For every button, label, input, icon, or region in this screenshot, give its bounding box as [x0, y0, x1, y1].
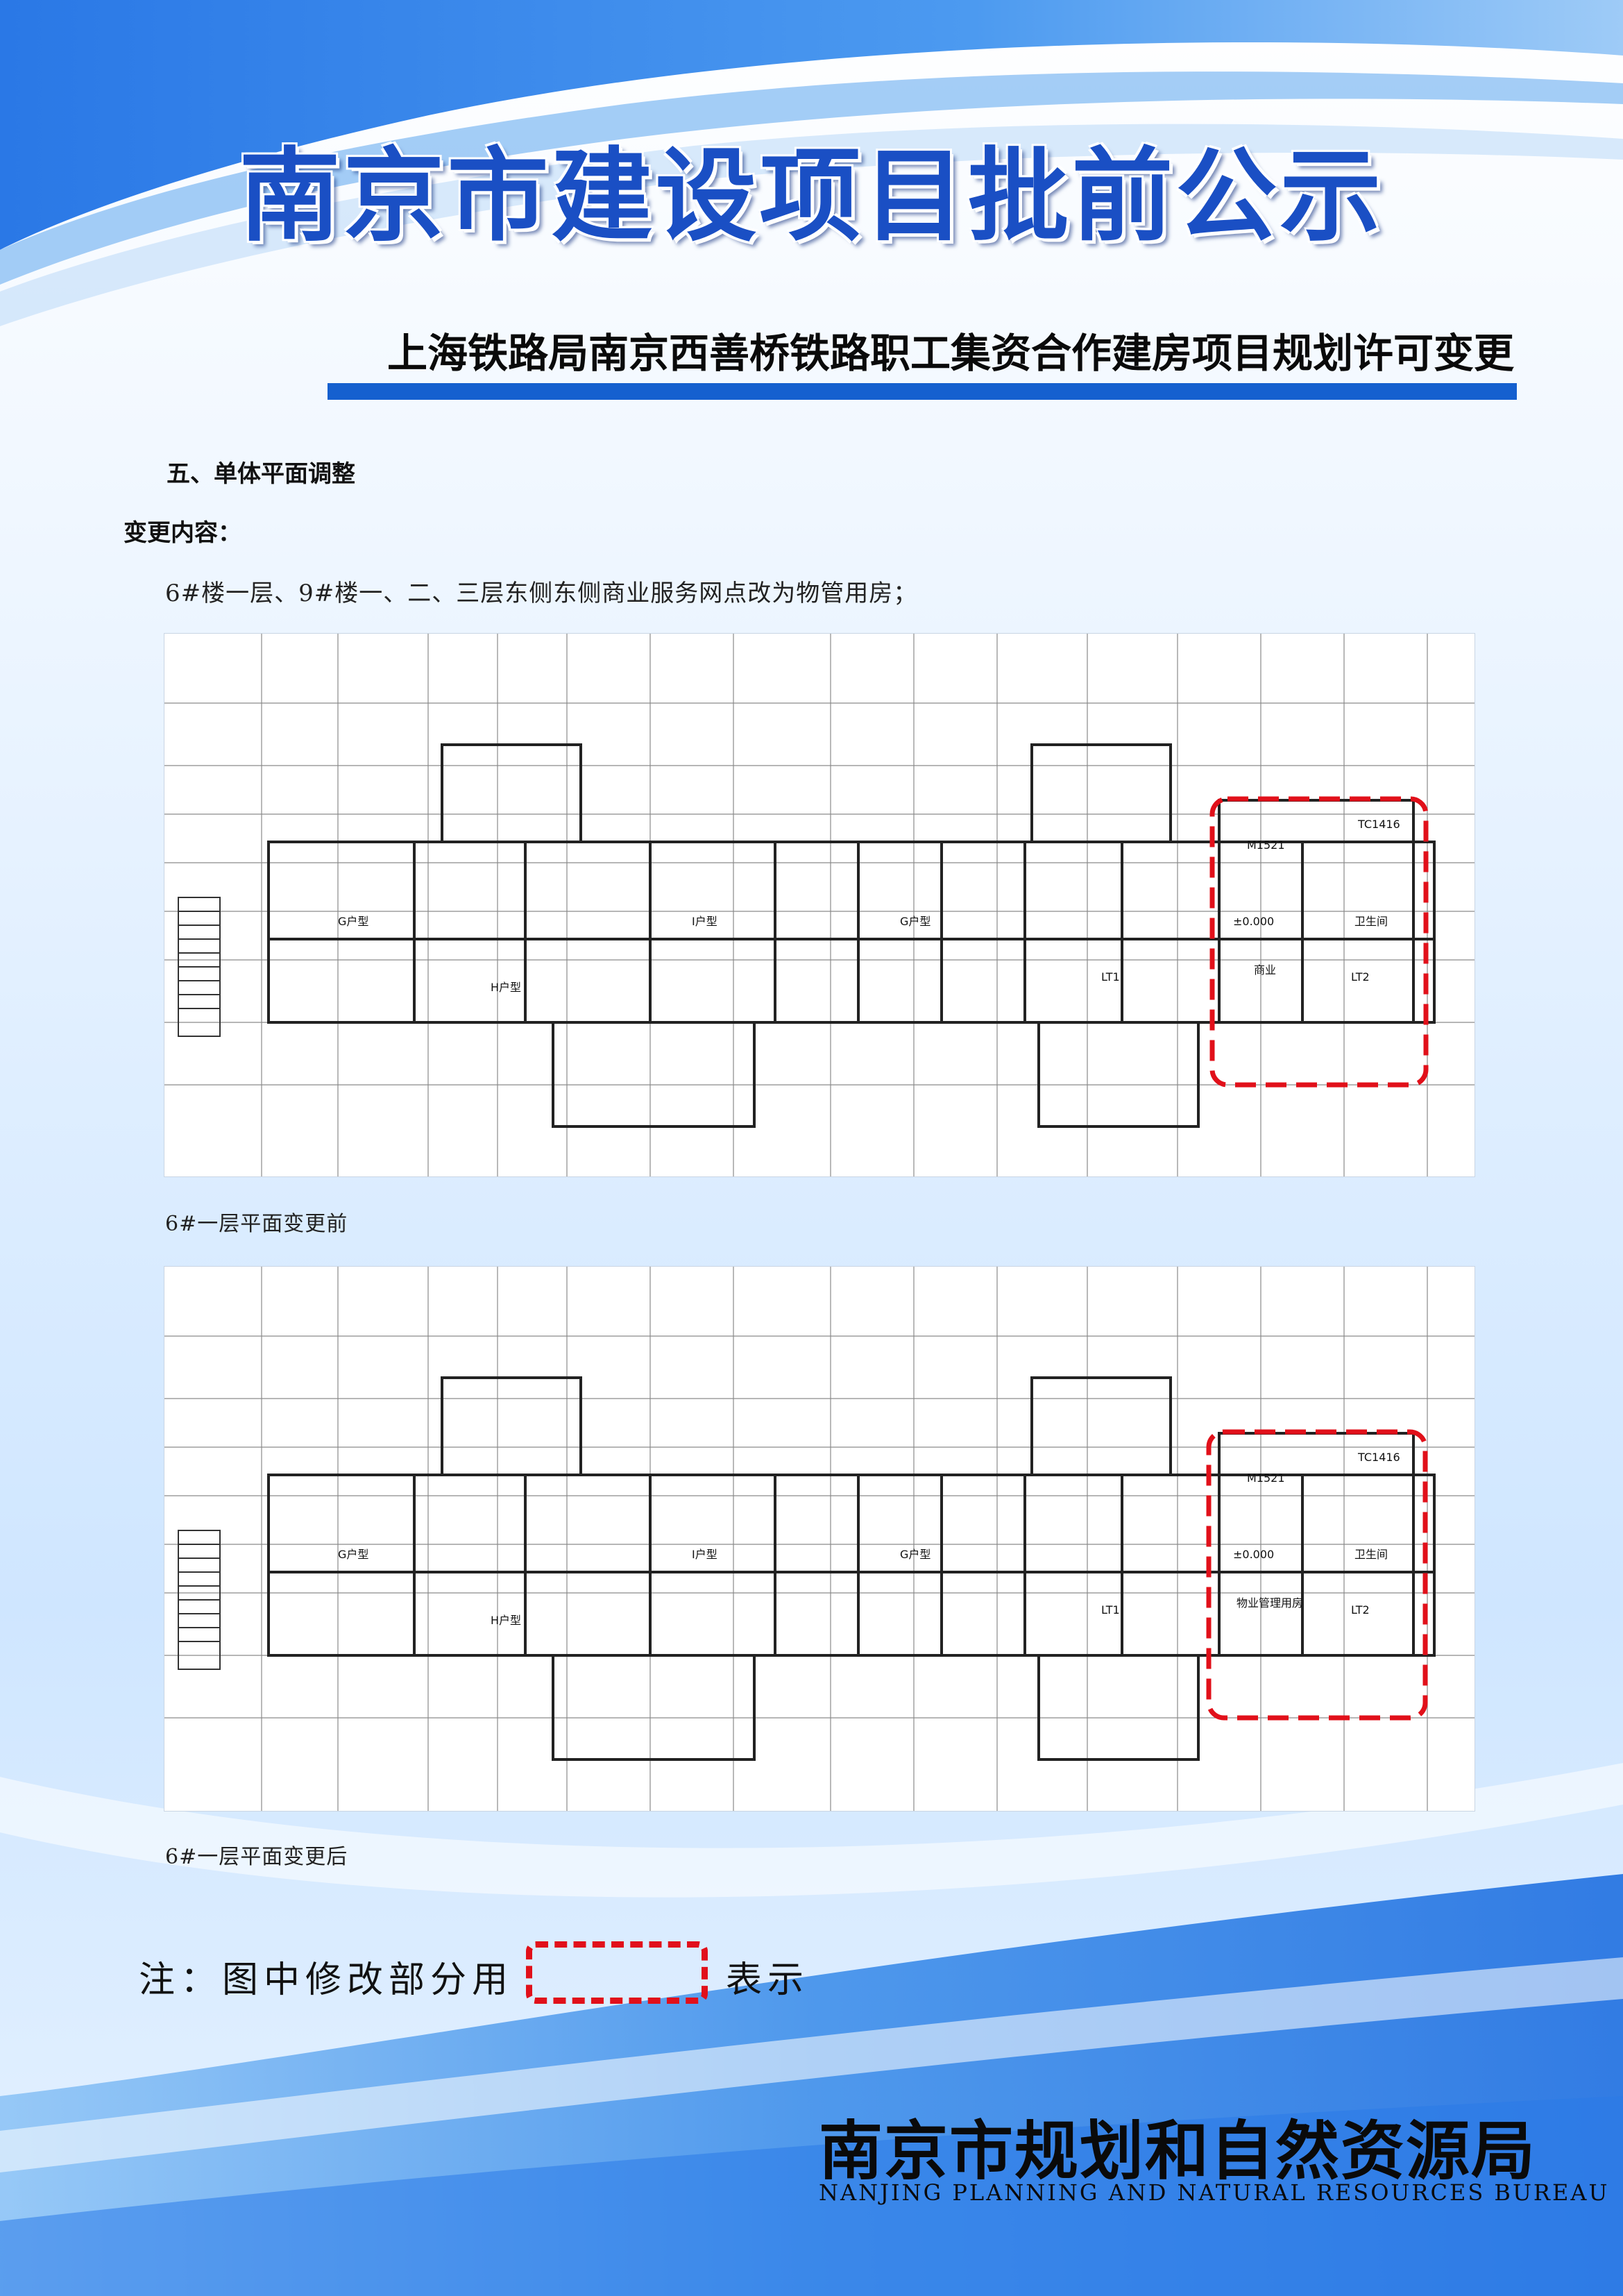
plan-label-lt2: LT2	[1351, 1603, 1370, 1617]
plan-label-lt2: LT2	[1351, 970, 1370, 984]
project-title: 上海铁路局南京西善桥铁路职工集资合作建房项目规划许可变更	[386, 330, 1514, 377]
legend-dashed-box-sample	[526, 1941, 708, 2004]
plan-grid	[164, 634, 1475, 1176]
plan-label-unit-h: H户型	[491, 981, 521, 994]
floor-plan-before: G户型 I户型 G户型 H户型 ±0.000 LT1 LT2 M1521 商业 …	[164, 633, 1475, 1177]
plan-label-room-before: 商业	[1254, 963, 1276, 977]
agency-name: 南京市规划和自然资源局	[819, 2113, 1537, 2188]
change-highlight-box	[1209, 796, 1429, 1088]
plan-label-elevation: ±0.000	[1233, 1548, 1274, 1561]
plan-label-lt1: LT1	[1101, 970, 1120, 984]
plan-label-unit-g-2: G户型	[900, 915, 931, 928]
plan-walls	[267, 743, 1436, 1128]
change-highlight-box	[1206, 1429, 1428, 1721]
plan-stair-left	[178, 897, 221, 1037]
section-heading: 五、单体平面调整	[167, 460, 355, 488]
floor-plan-after: G户型 I户型 G户型 H户型 ±0.000 LT1 LT2 M1521 物业管…	[164, 1266, 1475, 1812]
figure-caption-before: 6#一层平面变更前	[165, 1212, 348, 1236]
change-content-label: 变更内容：	[124, 519, 241, 547]
plan-stair-left	[178, 1530, 221, 1670]
plan-label-room-after: 物业管理用房	[1237, 1596, 1303, 1610]
legend-note: 注：图中修改部分用	[139, 1959, 514, 2001]
change-description: 6#楼一层、9#楼一、二、三层东侧东侧商业服务网点改为物管用房；	[165, 580, 918, 607]
plan-label-unit-i: I户型	[692, 1548, 717, 1561]
agency-name-english: NANJING PLANNING AND NATURAL RESOURCES B…	[819, 2179, 1610, 2206]
plan-label-unit-i: I户型	[692, 915, 717, 928]
plan-label-lt1: LT1	[1101, 1603, 1120, 1617]
plan-walls	[267, 1376, 1436, 1761]
plan-label-unit-g-2: G户型	[900, 1548, 931, 1561]
plan-label-window: TC1416	[1357, 1451, 1400, 1464]
plan-label-elevation: ±0.000	[1233, 915, 1274, 928]
plan-label-unit-g: G户型	[338, 1548, 368, 1561]
plan-label-door: M1521	[1247, 1471, 1285, 1485]
plan-label-toilet: 卫生间	[1354, 1548, 1388, 1561]
plan-label-unit-g: G户型	[338, 915, 368, 928]
title-underline-bar	[328, 383, 1517, 400]
plan-label-door: M1521	[1247, 838, 1285, 852]
figure-caption-after: 6#一层平面变更后	[165, 1845, 348, 1869]
plan-grid	[164, 1267, 1475, 1811]
legend-note-suffix: 表示	[726, 1959, 810, 2001]
plan-label-toilet: 卫生间	[1354, 915, 1388, 928]
plan-label-window: TC1416	[1357, 818, 1400, 831]
plan-label-unit-h: H户型	[491, 1614, 521, 1627]
main-title: 南京市建设项目批前公示	[239, 137, 1384, 255]
